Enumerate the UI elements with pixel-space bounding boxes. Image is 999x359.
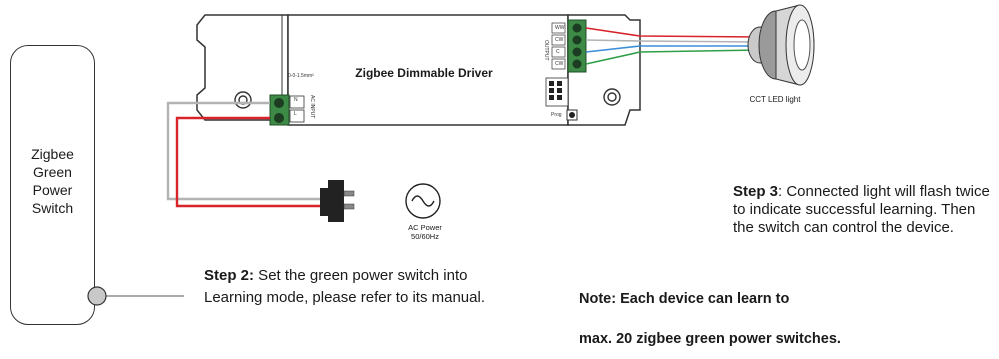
input-label: AC INPUT — [309, 95, 315, 119]
note-line2: max. 20 zigbee green power switches. — [579, 331, 841, 347]
green-power-switch — [10, 45, 95, 325]
output-terminal-label: CW — [555, 61, 564, 67]
step2-text: Step 2: Set the green power switch into … — [204, 265, 504, 309]
output-label: OUTPUT — [543, 40, 549, 61]
terminal-n: N — [294, 97, 298, 103]
input-wires — [166, 101, 320, 208]
driver-title: Zigbee Dimmable Driver — [355, 66, 493, 80]
switch-label-line: Power — [32, 182, 73, 198]
ac-plug-icon — [320, 180, 355, 222]
output-terminal-label: C — [556, 49, 560, 55]
step2-body: Set the green power switch into Learning… — [204, 267, 485, 306]
step3-bold: Step 3 — [733, 183, 779, 200]
output-terminal-label: WW — [555, 25, 565, 31]
wiring-diagram — [87, 4, 815, 306]
led-light-icon — [747, 4, 815, 86]
terminal-l: L — [294, 111, 297, 117]
output-terminal — [551, 19, 587, 73]
ac-input-terminal — [269, 94, 305, 126]
light-label: CCT LED light — [749, 95, 801, 104]
step2-bold: Step 2: — [204, 267, 255, 284]
learn-button — [87, 286, 184, 306]
prog-label: Prog — [551, 112, 562, 118]
dip-switch — [545, 77, 569, 107]
switch-label-line: Zigbee — [31, 146, 74, 162]
step3-body: : Connected light will flash twice to in… — [733, 183, 990, 236]
note-text: Note: Each device can learn to max. 20 z… — [579, 279, 999, 359]
output-wires — [585, 27, 761, 65]
switch-label-line: Green — [33, 164, 72, 180]
zigbee-driver — [196, 14, 641, 126]
mounting-hole-right — [603, 88, 621, 106]
step3-text: Step 3: Connected light will flash twice… — [733, 183, 999, 237]
note-line1: Note: Each device can learn to — [579, 291, 790, 307]
ac-power-line1: AC Power — [408, 223, 442, 232]
output-terminal-label: CW — [555, 37, 564, 43]
switch-label-line: Switch — [31, 200, 74, 216]
mounting-hole-left — [234, 91, 252, 109]
prog-button — [566, 109, 578, 121]
dim-label: 0-0-1.5mm² — [288, 73, 314, 79]
ac-power-label: AC Power 50/60Hz — [395, 223, 455, 241]
ac-power-line2: 50/60Hz — [411, 232, 439, 241]
switch-label: Zigbee Green Power Switch — [10, 145, 95, 217]
ac-power-icon — [405, 183, 441, 219]
